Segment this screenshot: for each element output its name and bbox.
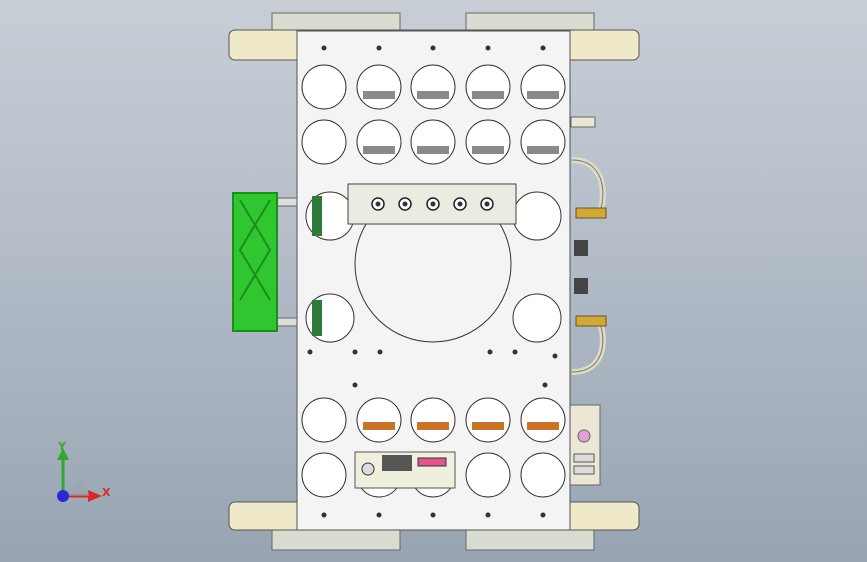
screw-hole [376,45,382,51]
vent-hole [301,397,347,443]
screw-hole [487,349,493,355]
ethernet-jack [382,455,412,471]
z-axis-dot [57,490,69,502]
screw-hole [430,45,436,51]
audio-jack [361,462,375,476]
vent-hole [301,452,347,498]
screw-hole [540,512,546,518]
internal-component-glimpse [527,422,559,430]
bottom-cable [571,318,606,375]
screw-hole [352,382,358,388]
vent-hole [465,64,511,110]
internal-component-glimpse [363,91,395,99]
usb-port-1 [573,453,595,463]
vent-hole [465,452,511,498]
right-top-tab [570,116,596,128]
side-jack-top [574,240,588,256]
top-cable [571,157,606,217]
hdmi-port [417,457,447,467]
screw-hole [430,512,436,518]
vent-hole [410,64,456,110]
left-lower-pcb-glimpse [312,300,322,336]
header-connector-pin [430,201,436,207]
screw-hole [485,45,491,51]
triad-axes [57,448,102,502]
header-connectors [371,197,494,211]
top-cable-outline [571,159,604,216]
vent-hole [465,397,511,443]
bottom-right-pcb [465,529,595,551]
internal-component-glimpse [417,146,449,154]
screw-hole [552,353,558,359]
vent-hole [410,397,456,443]
purple-led [577,429,591,443]
ventilation-holes [301,45,566,518]
vent-hole [520,397,566,443]
vent-hole [520,452,566,498]
usb-port-2 [573,465,595,475]
header-connector-pin [402,201,408,207]
screw-hole [352,349,358,355]
vent-hole [356,119,402,165]
right-lower-hole [512,293,562,343]
screw-hole [321,512,327,518]
screw-hole [512,349,518,355]
y-axis-arrow [57,448,69,460]
screw-hole [540,45,546,51]
x-axis-label: X [102,486,111,499]
internal-component-glimpse [363,146,395,154]
bottom-left-pcb [271,529,401,551]
top-antenna-connector [575,207,607,219]
vent-hole [356,64,402,110]
vent-hole [301,64,347,110]
screw-hole [376,512,382,518]
vent-hole [465,119,511,165]
internal-component-glimpse [417,91,449,99]
coordinate-triad: Y X [44,438,124,518]
screw-hole [485,512,491,518]
internal-component-glimpse [472,146,504,154]
internal-component-glimpse [527,91,559,99]
header-connector-pin [457,201,463,207]
triad-plane [63,478,89,496]
vent-hole [356,397,402,443]
internal-component-glimpse [417,422,449,430]
header-connector-pin [375,201,381,207]
internal-component-glimpse [472,91,504,99]
y-axis-label: Y [58,440,66,453]
cooling-fan [232,192,278,332]
vent-hole [410,119,456,165]
internal-component-glimpse [472,422,504,430]
fan-blades [238,199,272,301]
screw-hole [307,349,313,355]
screw-hole [377,349,383,355]
vent-hole [520,119,566,165]
internal-component-glimpse [527,146,559,154]
internal-component-glimpse [363,422,395,430]
screw-hole [321,45,327,51]
right-upper-hole [512,191,562,241]
left-upper-pcb-glimpse [312,196,322,236]
side-jack-bottom [574,278,588,294]
header-connector-pin [484,201,490,207]
bottom-antenna-connector [575,315,607,327]
x-axis-arrow [88,490,102,502]
screw-hole [542,382,548,388]
vent-hole [301,119,347,165]
vent-hole [520,64,566,110]
